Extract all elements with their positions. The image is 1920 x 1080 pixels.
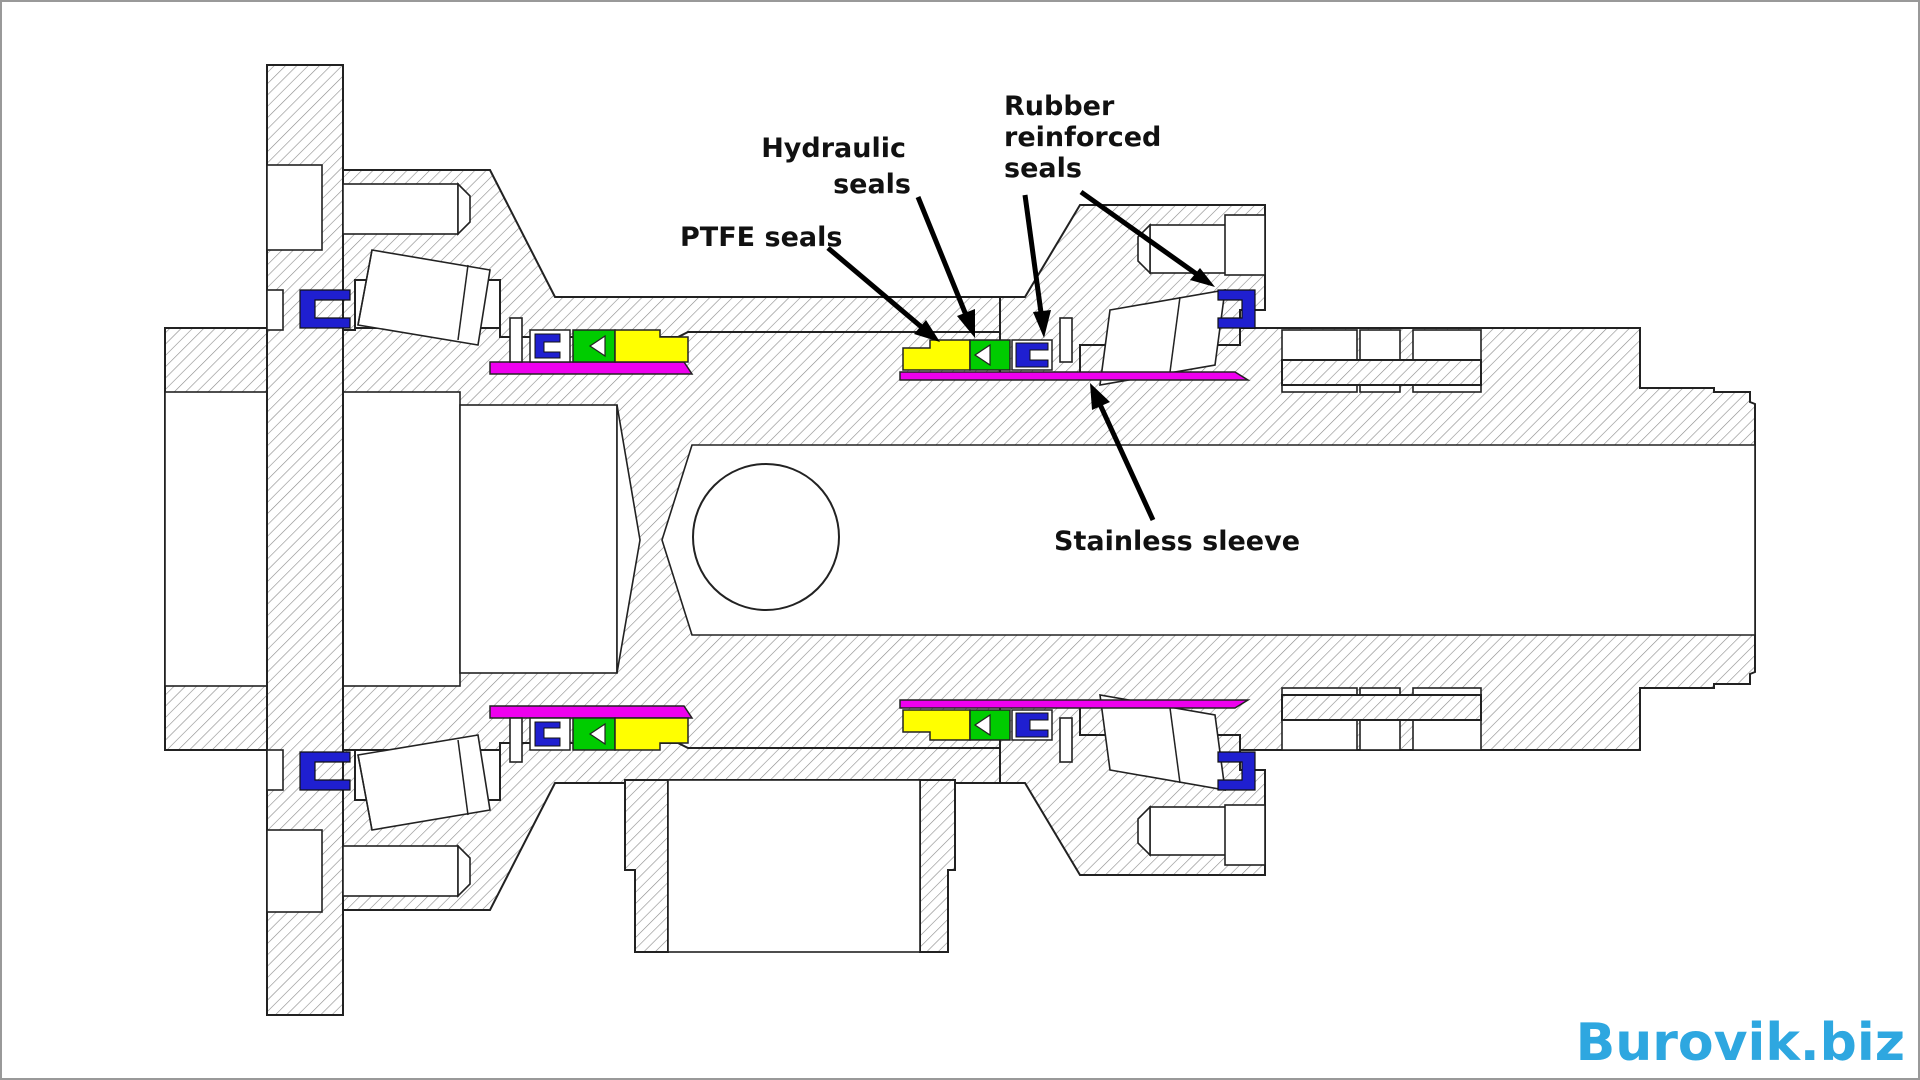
seal-pack-upper-right	[902, 339, 1053, 371]
right-end-rings	[1281, 329, 1482, 751]
label-rubber-reinforced-seals: Rubber reinforced seals	[1004, 91, 1161, 184]
ptfe-seal	[614, 329, 689, 363]
right-housing-upper	[999, 204, 1266, 386]
stainless-sleeve-lower-right	[899, 699, 1251, 709]
seal-pack-lower-left	[529, 717, 689, 751]
watermark-burovik: Burovik.biz	[1576, 1013, 1905, 1073]
seal-pack-lower-right	[902, 709, 1053, 741]
label-rubber-line3: seals	[1004, 153, 1082, 184]
spacer-rings	[509, 317, 1073, 763]
outlet-port	[624, 779, 956, 953]
main-shaft	[164, 327, 1756, 751]
right-bearing-lower	[1099, 694, 1226, 791]
label-rubber-line2: reinforced	[1004, 122, 1161, 153]
stainless-sleeve-upper-right	[899, 371, 1251, 381]
shaft-bore-cone-left	[616, 404, 641, 674]
shaft-bore-right	[661, 444, 1756, 636]
left-housing-upper	[342, 169, 1001, 346]
left-housing-lower	[342, 734, 1001, 911]
arrow-rubber-reinforced-seals	[1079, 189, 1207, 283]
label-hydraulic-seals: Hydraulic seals	[761, 133, 911, 200]
stainless-sleeves	[489, 361, 1251, 719]
label-ptfe-seals: PTFE seals	[680, 222, 842, 253]
ptfe-seal	[614, 717, 689, 751]
seal-pack-upper-left	[529, 329, 689, 363]
rubber-reinforced-seals	[299, 289, 1256, 791]
stainless-sleeve-upper-left	[489, 361, 694, 375]
shaft-bore-step	[459, 404, 618, 674]
left-flange	[266, 64, 344, 1016]
arrow-stainless-sleeve	[1095, 398, 1156, 522]
label-hydraulic-line1: Hydraulic	[761, 133, 906, 164]
callout-arrows	[826, 189, 1215, 522]
arrow-ptfe-seals	[826, 246, 927, 332]
label-rubber-line1: Rubber	[1004, 91, 1115, 122]
label-stainless-sleeve: Stainless sleeve	[1054, 526, 1300, 557]
label-hydraulic-line2: seals	[833, 169, 911, 200]
arrow-hydraulic-seals	[915, 196, 971, 321]
right-bearing-upper	[1099, 289, 1226, 386]
arrow-rubber-seals-vertical	[1022, 194, 1045, 321]
stainless-sleeve-lower-left	[489, 705, 694, 719]
cross-hole	[692, 463, 840, 611]
